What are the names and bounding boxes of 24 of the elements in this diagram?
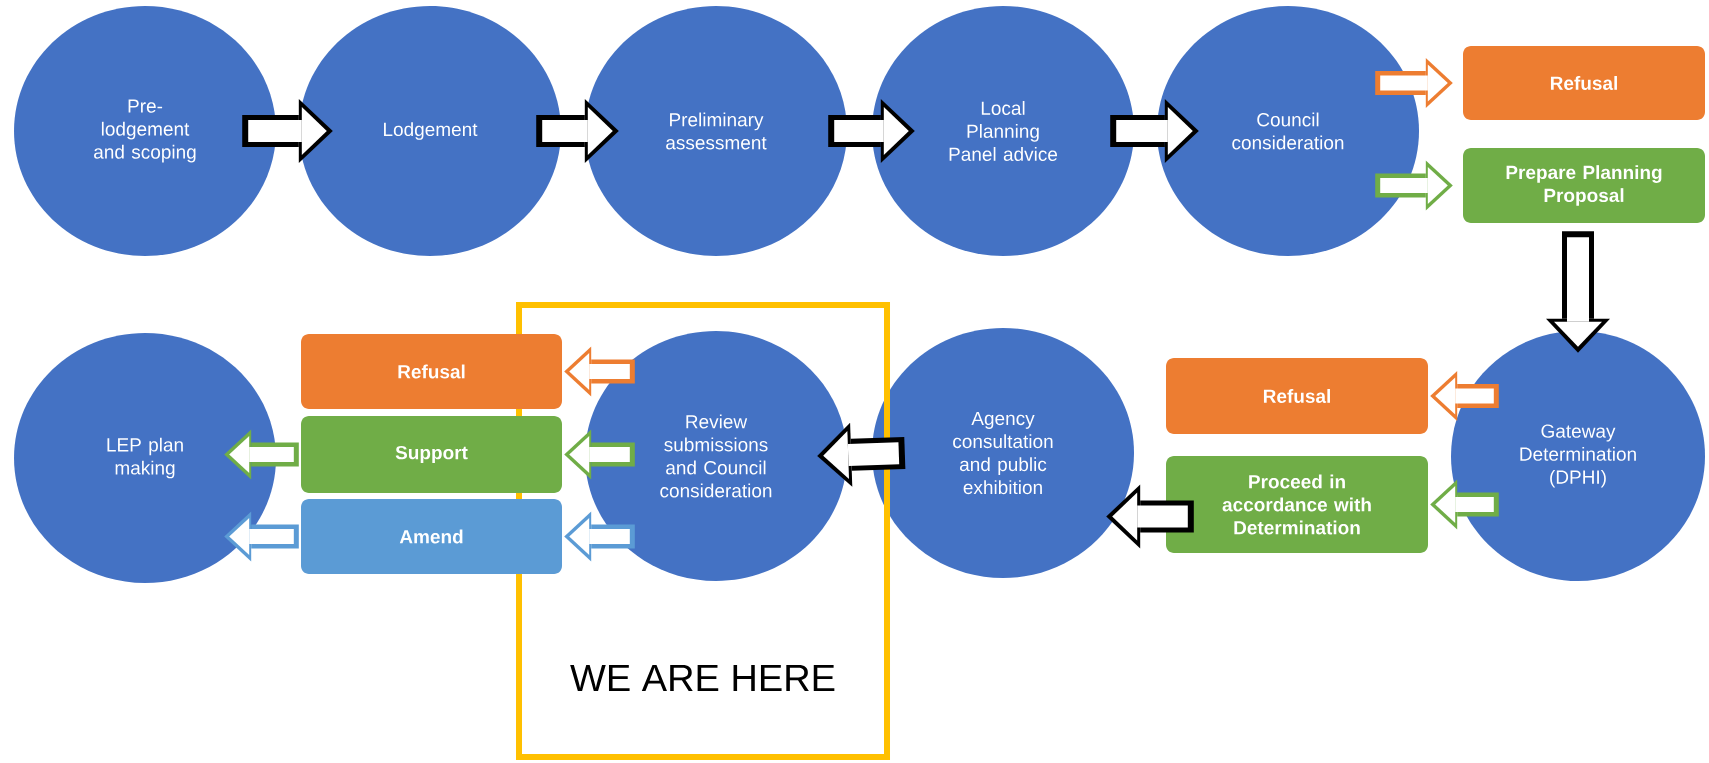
block-arrow [564, 511, 635, 562]
block-arrow [564, 429, 635, 480]
block-arrow [1430, 479, 1499, 530]
outcome-box: Support [301, 416, 562, 493]
block-arrow [1546, 231, 1610, 353]
block-arrow [828, 99, 915, 163]
outcome-box: Proceed in accordance with Determination [1166, 456, 1428, 553]
block-arrow [536, 99, 619, 163]
block-arrow [224, 429, 299, 480]
outcome-box: Amend [301, 499, 562, 574]
block-arrow [224, 511, 299, 562]
block-arrow [564, 346, 635, 397]
block-arrow [1430, 371, 1499, 421]
outcome-box: Refusal [1166, 358, 1428, 434]
outcome-box: Refusal [301, 334, 562, 409]
block-arrow [242, 99, 333, 163]
block-arrow [1375, 160, 1453, 211]
block-arrow [817, 422, 906, 487]
outcome-box: Prepare Planning Proposal [1463, 148, 1705, 223]
block-arrow [1110, 99, 1199, 163]
block-arrow [1375, 58, 1453, 108]
outcome-box: Refusal [1463, 46, 1705, 120]
block-arrow [1106, 484, 1194, 549]
frame-caption: WE ARE HERE [570, 664, 835, 692]
